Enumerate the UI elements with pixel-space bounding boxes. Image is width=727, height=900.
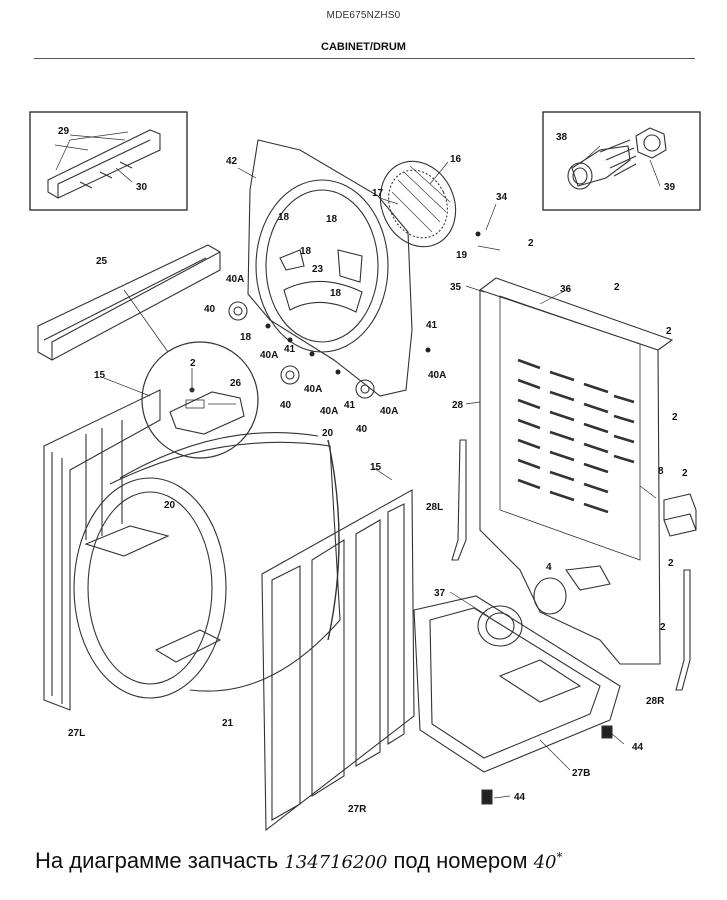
label-20-b: 20 — [164, 500, 176, 511]
caption: На диаграмме запчасть 134716200 под номе… — [35, 848, 715, 874]
label-41-a: 41 — [426, 320, 438, 331]
label-38: 38 — [556, 132, 568, 143]
label-28: 28 — [452, 400, 464, 411]
label-21: 21 — [222, 718, 234, 729]
label-40A-e: 40A — [320, 406, 338, 417]
terminal-block-part — [663, 493, 697, 537]
label-18-e: 18 — [240, 332, 252, 343]
screws — [265, 231, 481, 375]
rear-panel-part — [479, 277, 674, 665]
label-40A-f: 40A — [380, 406, 398, 417]
label-18-c: 18 — [300, 246, 312, 257]
header-divider — [34, 58, 695, 59]
label-37: 37 — [434, 588, 446, 599]
model-number: MDE675NZHS0 — [326, 10, 401, 21]
label-25: 25 — [96, 256, 108, 267]
callout-circle — [123, 289, 259, 459]
section-title: CABINET/DRUM — [321, 41, 406, 53]
label-41-b: 41 — [284, 344, 296, 355]
inset-vent-cover — [29, 111, 188, 211]
label-19: 19 — [456, 250, 468, 261]
label-18-b: 18 — [326, 214, 338, 225]
label-26: 26 — [230, 378, 242, 389]
leveling-feet — [481, 725, 613, 805]
label-2-f: 2 — [668, 558, 674, 569]
label-28L: 28L — [426, 502, 443, 513]
caption-part-number: 134716200 — [284, 852, 388, 873]
caption-item-number: 40 — [533, 852, 557, 873]
label-30: 30 — [136, 182, 148, 193]
inset-fitting — [542, 111, 701, 211]
label-27L: 27L — [68, 728, 85, 739]
caption-middle: под номером — [393, 848, 528, 873]
label-23: 23 — [312, 264, 324, 275]
base-part — [413, 595, 621, 773]
right-side-panel-part — [261, 489, 415, 832]
rear-brackets — [451, 439, 691, 691]
label-40-a: 40 — [204, 304, 216, 315]
blower-grille-part — [379, 160, 457, 248]
label-36: 36 — [560, 284, 572, 295]
label-15-a: 15 — [94, 370, 106, 381]
diagram-header: MDE675NZHS0 CABINET/DRUM — [0, 0, 727, 60]
label-40A-c: 40A — [428, 370, 446, 381]
label-40-c: 40 — [356, 424, 368, 435]
top-panel-part — [37, 244, 221, 361]
label-28R: 28R — [646, 696, 665, 707]
label-41-c: 41 — [344, 400, 356, 411]
exploded-parts-diagram: 29 30 38 39 42 16 17 34 18 18 18 18 18 1… — [29, 111, 701, 832]
label-2-g: 2 — [660, 622, 666, 633]
part-labels: 29 30 38 39 42 16 17 34 18 18 18 18 18 1… — [58, 126, 688, 815]
label-40A-b: 40A — [260, 350, 278, 361]
label-29: 29 — [58, 126, 70, 137]
left-side-panel-part — [43, 389, 161, 711]
label-40A-d: 40A — [304, 384, 322, 395]
label-20-a: 20 — [322, 428, 334, 439]
caption-footnote-mark: * — [556, 850, 563, 864]
label-40-b: 40 — [280, 400, 292, 411]
label-27R: 27R — [348, 804, 367, 815]
label-18-a: 18 — [278, 212, 290, 223]
drum-rollers — [228, 301, 375, 399]
label-8: 8 — [658, 466, 664, 477]
label-40A-a: 40A — [226, 274, 244, 285]
label-4: 4 — [546, 562, 552, 573]
leader-lines — [55, 131, 661, 799]
label-42: 42 — [226, 156, 238, 167]
caption-prefix: На диаграмме запчасть — [35, 848, 279, 873]
label-44-a: 44 — [632, 742, 644, 753]
drum-part — [73, 432, 341, 699]
label-2-e: 2 — [682, 468, 688, 479]
label-18-d: 18 — [330, 288, 342, 299]
label-35: 35 — [450, 282, 462, 293]
label-17: 17 — [372, 188, 384, 199]
label-34: 34 — [496, 192, 508, 203]
label-2-d: 2 — [672, 412, 678, 423]
label-39: 39 — [664, 182, 676, 193]
label-15-b: 15 — [370, 462, 382, 473]
label-2-callout: 2 — [190, 358, 196, 369]
label-27B: 27B — [572, 768, 590, 779]
label-2-b: 2 — [614, 282, 620, 293]
rear-bulkhead-part — [247, 139, 413, 397]
label-2-c: 2 — [666, 326, 672, 337]
label-2-top: 2 — [528, 238, 534, 249]
label-16: 16 — [450, 154, 462, 165]
label-44-b: 44 — [514, 792, 526, 803]
